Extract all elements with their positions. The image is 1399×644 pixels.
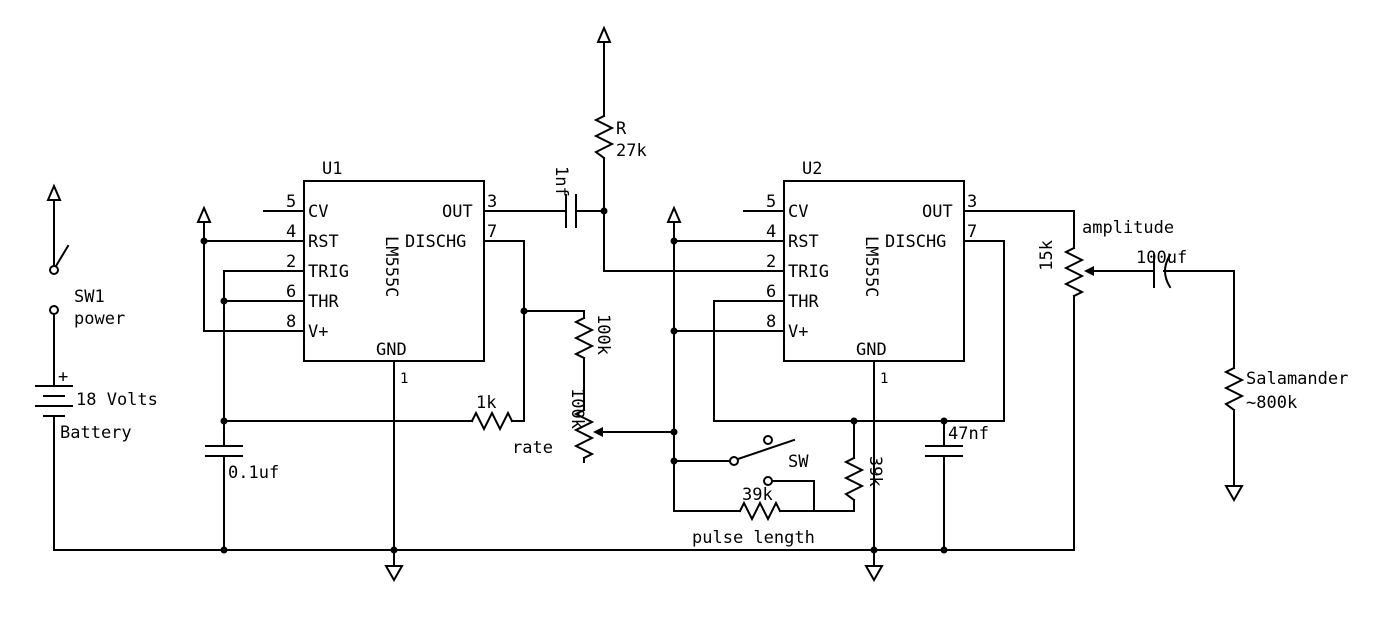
pot-amp-value: 15k	[1037, 240, 1057, 271]
vcc-arrow-icon	[666, 205, 682, 223]
u2-label-cv: CV	[788, 202, 808, 222]
u2-chip: U2 5 4 2 6 8 CV RST TRIG THR V+ 3 7 OUT …	[673, 159, 1075, 566]
pot-amplitude-icon	[1063, 246, 1085, 298]
resistor-39k-vert-icon	[843, 456, 865, 502]
u1-label-rst: RST	[308, 232, 339, 252]
u2-pin-3: 3	[967, 192, 977, 212]
ground-icon	[864, 565, 884, 583]
r-100k-value: 100k	[593, 314, 613, 355]
u1-pin-5: 5	[286, 192, 296, 212]
switch-contact-icon	[763, 435, 773, 445]
c-timing-value: 0.1uf	[228, 463, 279, 483]
battery-name: Battery	[60, 423, 132, 443]
r-pullup-name: R	[616, 119, 627, 139]
pot-rate-value: 100k	[567, 388, 587, 429]
vcc-arrow-icon	[596, 25, 612, 43]
ground-icon	[1224, 485, 1244, 503]
u1-label-vplus: V+	[308, 322, 328, 342]
u1-pin-2: 2	[286, 252, 296, 272]
rate-label: rate	[512, 438, 553, 458]
c-coupling-value: 1nf	[551, 166, 571, 197]
wiper-arrow-icon	[1084, 266, 1094, 276]
u2-label-trig: TRIG	[788, 262, 829, 282]
u2-pin-8: 8	[766, 312, 776, 332]
switch-contact-icon	[49, 265, 59, 275]
r-pullup-value: 27k	[616, 141, 647, 161]
u1-label-gnd: GND	[376, 340, 407, 360]
u2-pin-1: 1	[880, 371, 888, 387]
u2-pin-5: 5	[766, 192, 776, 212]
sw-pulse-label: SW	[788, 452, 809, 472]
u1-pin-8: 8	[286, 312, 296, 332]
vcc-arrow-icon	[46, 183, 62, 201]
u1-label-dischg: DISCHG	[405, 232, 466, 252]
u2-label-dischg: DISCHG	[885, 232, 946, 252]
u1-part: LM555C	[381, 236, 401, 297]
u2-label-rst: RST	[788, 232, 819, 252]
u1-label-trig: TRIG	[308, 262, 349, 282]
u2-pin-7: 7	[967, 222, 977, 242]
u1-label-out: OUT	[442, 202, 473, 222]
u1-pin-6: 6	[286, 282, 296, 302]
sw1-desc: power	[74, 309, 125, 329]
c-47nf-value: 47nf	[948, 424, 989, 444]
switch-contact-icon	[729, 456, 739, 466]
amplitude-label: amplitude	[1082, 218, 1174, 238]
c-out-value: 100uf	[1136, 248, 1187, 268]
sw1-name: SW1	[74, 287, 105, 307]
u2-label-out: OUT	[922, 202, 953, 222]
battery-symbol	[35, 385, 73, 551]
load-name: Salamander	[1246, 369, 1348, 389]
u2-label-vplus: V+	[788, 322, 808, 342]
pulse-length-label: pulse length	[692, 528, 815, 548]
load-value: ~800k	[1246, 393, 1297, 413]
u1-pin-1: 1	[400, 371, 408, 387]
u1-label-cv: CV	[308, 202, 328, 222]
u1-pin-4: 4	[286, 222, 296, 242]
power-switch-sw1	[46, 183, 70, 387]
r-1k-value: 1k	[476, 393, 496, 413]
u2-label-gnd: GND	[856, 340, 887, 360]
u1-pin-7: 7	[487, 222, 497, 242]
wiper-arrow-icon	[593, 427, 603, 437]
u1-ref: U1	[322, 159, 342, 179]
resistor-1k-icon	[470, 410, 514, 432]
u1-pin-3: 3	[487, 192, 497, 212]
u2-pin-2: 2	[766, 252, 776, 272]
u1-label-thr: THR	[308, 292, 339, 312]
resistor-39k-icon	[738, 500, 782, 522]
u2-ref: U2	[802, 159, 822, 179]
pot-rate-icon	[573, 408, 595, 460]
resistor-27k-icon	[593, 114, 615, 160]
u2-pin-6: 6	[766, 282, 776, 302]
r-39k-a-value: 39k	[742, 485, 773, 505]
resistor-100k-icon	[573, 316, 595, 360]
ground-icon	[384, 565, 404, 583]
u2-part: LM555C	[861, 236, 881, 297]
switch-contact-icon	[49, 305, 59, 315]
battery-plus: +	[58, 367, 68, 387]
load-resistor-icon	[1223, 366, 1245, 412]
u2-label-thr: THR	[788, 292, 819, 312]
battery-value: 18 Volts	[76, 390, 158, 410]
r-39k-b-value: 39k	[865, 456, 885, 487]
u1-chip: U1 5 4 2 6 8 CV RST TRIG THR V+ 3 7 OUT …	[203, 159, 561, 566]
switch-contact-icon	[763, 476, 773, 486]
vcc-arrow-icon	[196, 205, 212, 223]
u2-pin-4: 4	[766, 222, 776, 242]
